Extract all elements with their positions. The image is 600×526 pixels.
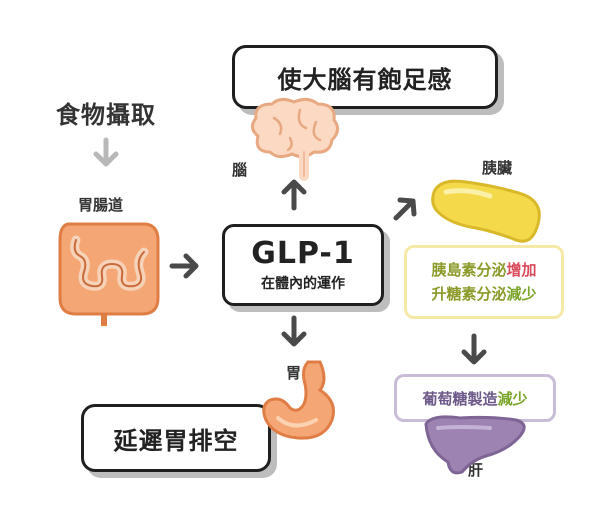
intestine-icon	[58, 222, 160, 326]
arrow-gut-to-glp	[169, 253, 199, 279]
increase-text: 增加	[506, 261, 537, 279]
satiety-text: 使大腦有飽足感	[277, 65, 453, 94]
glucagon-line: 升糖素分泌減少	[431, 282, 536, 306]
liver-decrease-text: 減少	[497, 389, 528, 408]
gastric-emptying-box: 延遲胃排空	[81, 404, 271, 472]
arrow-pancreas-to-liver	[461, 333, 487, 365]
pancreas-effect-box: 胰島素分泌增加 升糖素分泌減少	[404, 245, 564, 319]
pancreas-label: 胰臟	[482, 159, 513, 177]
decrease-text: 減少	[506, 285, 537, 303]
liver-label: 肝	[468, 461, 484, 479]
liver-icon	[424, 415, 526, 475]
food-intake-label: 食物攝取	[56, 101, 156, 129]
gut-label: 胃腸道	[78, 196, 124, 214]
gastric-emptying-text: 延遲胃排空	[113, 426, 239, 455]
glucose-production-text: 葡萄糖製造	[422, 389, 498, 408]
glp1-subtitle: 在體內的運作	[261, 276, 345, 292]
brain-label: 腦	[232, 161, 248, 179]
glucagon-text: 升糖素分泌	[431, 285, 507, 303]
pancreas-icon	[431, 179, 541, 243]
stomach-icon	[262, 360, 335, 440]
insulin-line: 胰島素分泌增加	[431, 258, 536, 282]
satiety-box: 使大腦有飽足感	[232, 45, 498, 109]
glp1-box: GLP-1 在體內的運作	[222, 224, 384, 306]
arrow-glp-to-brain	[281, 179, 307, 211]
insulin-text: 胰島素分泌	[431, 261, 507, 279]
arrow-glp-to-pancreas	[393, 197, 417, 221]
brain-icon	[251, 97, 339, 181]
arrow-glp-to-stomach	[281, 315, 307, 347]
glp1-title: GLP-1	[251, 236, 355, 271]
arrow-food-to-gut	[93, 137, 119, 167]
stomach-label: 胃	[286, 364, 302, 382]
liver-effect-box: 葡萄糖製造減少	[394, 374, 556, 422]
